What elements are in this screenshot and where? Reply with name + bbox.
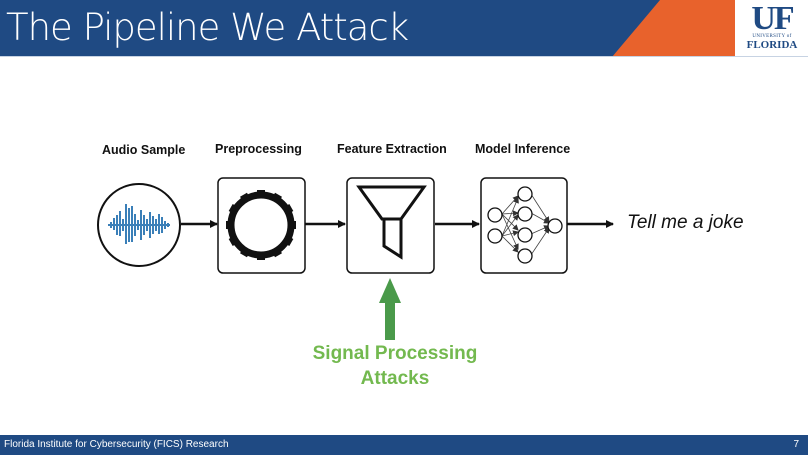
footer-organization: Florida Institute for Cybersecurity (FIC… xyxy=(4,439,229,450)
gear-icon xyxy=(226,190,296,260)
pipeline-output-text: Tell me a joke xyxy=(627,212,744,233)
waveform-icon xyxy=(108,204,170,244)
model-inference-node xyxy=(480,177,568,274)
uf-logo-mark: UF xyxy=(751,0,794,37)
preprocessing-node xyxy=(217,177,306,274)
stage-label-model-inference: Model Inference xyxy=(475,142,571,156)
slide-header: The Pipeline We Attack UF UNIVERSITY of … xyxy=(0,0,808,57)
audio-sample-node xyxy=(97,183,181,267)
attack-label-line1: Signal Processing xyxy=(312,343,478,364)
stage-label-audio-sample: Audio Sample xyxy=(102,143,186,157)
stage-label-preprocessing: Preprocessing xyxy=(215,142,302,156)
header-rule xyxy=(0,56,808,57)
stage-label-feature-extraction: Feature Extraction xyxy=(337,142,447,156)
logo-background xyxy=(735,0,808,57)
slide-title: The Pipeline We Attack xyxy=(6,6,409,49)
slide-footer: Florida Institute for Cybersecurity (FIC… xyxy=(0,435,808,455)
neural-network-icon xyxy=(487,186,563,264)
attack-arrow xyxy=(379,278,401,340)
uf-logo-line2: FLORIDA xyxy=(746,39,798,51)
uf-logo-line1: UNIVERSITY of xyxy=(752,34,792,39)
funnel-icon xyxy=(356,185,427,260)
attack-label: Signal Processing Attacks xyxy=(290,341,500,391)
uf-logo: UF UNIVERSITY of FLORIDA xyxy=(742,0,802,54)
attack-label-line2: Attacks xyxy=(360,368,430,389)
page-number: 7 xyxy=(793,439,799,450)
feature-extraction-node xyxy=(346,177,435,274)
